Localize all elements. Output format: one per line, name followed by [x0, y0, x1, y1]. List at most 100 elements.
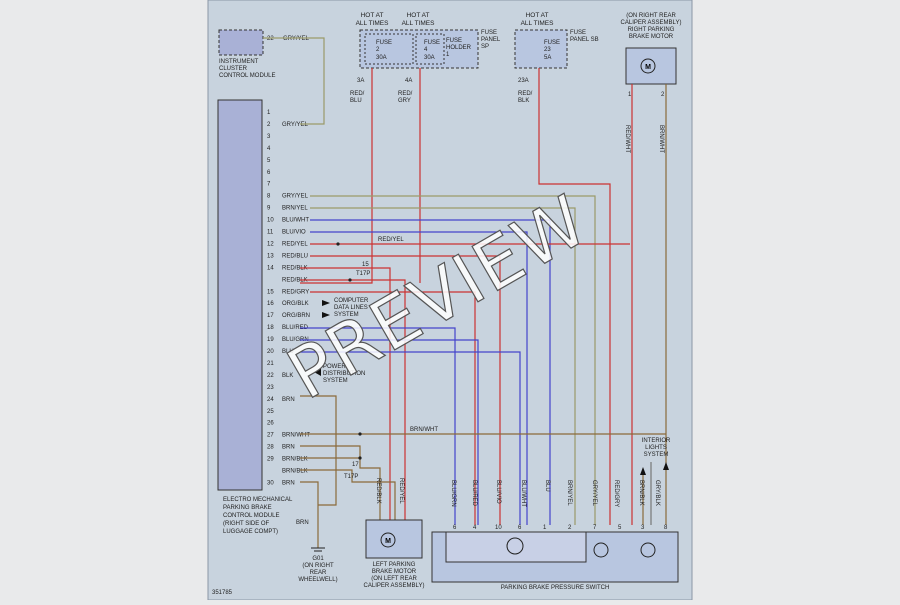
- wire-red-blu-fuse2: [300, 68, 373, 284]
- module-pin-number: 8: [267, 194, 271, 200]
- cluster-name-1: INSTRUMENT: [219, 59, 259, 65]
- fuse4-hot-label: HOT AT: [407, 12, 430, 19]
- module-pin-number: 6: [267, 170, 271, 176]
- module-pin-number: 2: [267, 122, 271, 128]
- ground-wire-label: BRN: [296, 520, 309, 526]
- switch-pin-number: 6: [518, 525, 522, 531]
- computer-data-lines-1: COMPUTER: [334, 298, 369, 304]
- wire-label-642: BRN/BLK: [638, 480, 644, 506]
- fuse4-hot-label-2: ALL TIMES: [402, 20, 436, 27]
- wire-label-475: BLU/RED: [471, 480, 477, 507]
- module-pin-wire-color: RED/BLU: [282, 253, 308, 259]
- module-pin-wire-color: BLU/VIO: [282, 230, 306, 236]
- t17p-b-label: T17P: [344, 474, 358, 480]
- led-icon: [640, 542, 656, 558]
- parking-brake-control-module: [217, 99, 263, 491]
- arrow-up-icon: [663, 462, 669, 470]
- fuse-holder-label-1: FUSE: [446, 38, 462, 44]
- right-motor-icon-letter: M: [645, 64, 651, 71]
- led-icon: [593, 542, 609, 558]
- pressure-switch-inner-box: [445, 531, 587, 563]
- power-dist-1: POWER: [323, 364, 346, 370]
- cluster-pin: 22: [267, 36, 274, 42]
- wire-group: [263, 37, 667, 548]
- wire-pin14-red-blk: [300, 267, 391, 525]
- fuse4-output-label: 4A: [405, 78, 412, 84]
- power-dist-3: SYSTEM: [323, 378, 348, 384]
- module-pin-number: 20: [267, 349, 274, 355]
- module-pin-number: 10: [267, 218, 274, 224]
- wire-label-lm-b: RED/YEL: [398, 478, 404, 504]
- wire-pin19-blu-grn: [300, 339, 479, 525]
- wire-pin15-red-gry: [310, 291, 476, 525]
- fuse-holder-label-2: HOLDER: [446, 45, 472, 51]
- fuse23-name: FUSE: [544, 40, 560, 46]
- switch-pin-number: 3: [641, 525, 645, 531]
- module-pin-number: 1: [267, 110, 271, 116]
- wire-label-450: BLU/GRN: [450, 480, 456, 507]
- module-pin-wire-color: ORG/BRN: [282, 313, 310, 319]
- module-pin-wire-color: BLU/RED: [282, 325, 309, 331]
- module-pin-wire-color: BRN: [282, 480, 295, 486]
- fuse2-name: FUSE: [376, 40, 392, 46]
- splice17-label: 17: [352, 462, 359, 468]
- module-pin-wire-color: BRN/BLK: [282, 469, 308, 475]
- module-pin-wire-color: BLK: [282, 373, 293, 379]
- module-name-3: CONTROL MODULE: [223, 513, 279, 519]
- module-name-2: PARKING BRAKE: [223, 505, 272, 511]
- right-motor-icon: [640, 58, 656, 74]
- module-pin-number: 9: [267, 206, 271, 212]
- module-pin-wire-color: GRY/YEL: [282, 194, 309, 200]
- module-pin-number: 18: [267, 325, 274, 331]
- module-pin-number: 25: [267, 409, 274, 415]
- left-motor-icon-letter: M: [385, 538, 391, 545]
- figure-id: 351785: [212, 590, 233, 596]
- rear-motor-name-1: RIGHT PARKING: [628, 27, 675, 33]
- module-pin-number: 26: [267, 421, 274, 427]
- switch-pin-number: 1: [543, 525, 547, 531]
- wire-pin9-brn-yel: [310, 207, 576, 525]
- cluster-name-2: CLUSTER: [219, 66, 248, 72]
- module-pin-wire-color: RED/GRY: [282, 289, 309, 295]
- wire-red-blk-label-2: BLK: [518, 98, 529, 104]
- rear-motor-wire2: BRN/WHT: [658, 125, 664, 153]
- cluster-wire-color: GRY/YEL: [283, 36, 310, 42]
- module-pin-number: 22: [267, 373, 274, 379]
- module-pin-number: 19: [267, 337, 274, 343]
- module-pin-number: 12: [267, 241, 274, 247]
- wire-pin18-blu-red: [300, 327, 456, 525]
- arrow-right-icon: [322, 312, 330, 318]
- module-pin-number: 28: [267, 445, 274, 451]
- splice-dot: [348, 278, 352, 282]
- left-motor-name-4: CALIPER ASSEMBLY): [364, 583, 425, 589]
- wire-label-500: BLU/VIO: [495, 480, 501, 504]
- fuse2-num: 2: [376, 47, 380, 53]
- module-pin-wire-color: RED/BLK: [282, 265, 308, 271]
- wire-pin13-red-blu: [310, 255, 501, 525]
- switch-pin-number: 6: [453, 525, 457, 531]
- arrow-up-icon: [640, 467, 646, 475]
- wire-label-595: GRY/YEL: [591, 480, 597, 507]
- fuse2-output-label: 3A: [357, 78, 364, 84]
- fuse2-hot-label: HOT AT: [361, 12, 384, 19]
- rear-motor-wire1: RED/WHT: [624, 125, 630, 153]
- fuse4-amp: 30A: [424, 55, 435, 61]
- fuse4-num: 4: [424, 47, 428, 53]
- left-motor-name-1: LEFT PARKING: [373, 562, 416, 568]
- module-pin-number: 21: [267, 361, 274, 367]
- left-motor-name-3: (ON LEFT REAR: [371, 576, 417, 582]
- fuse4-box: [415, 33, 445, 65]
- module-pin-number: 13: [267, 253, 274, 259]
- fuse2-box: [364, 33, 414, 65]
- module-pin-number: 7: [267, 182, 271, 188]
- module-pin-number: 29: [267, 457, 274, 463]
- interior-lights-2: LIGHTS: [645, 445, 667, 451]
- diagram-panel: [207, 0, 693, 601]
- wire-label-525: BLU/WHT: [520, 480, 526, 507]
- wire-label-brn-wht: BRN/WHT: [410, 427, 438, 433]
- module-pin-number: 14: [267, 265, 274, 271]
- interior-lights-1: INTERIOR: [642, 438, 671, 444]
- wire-label-550: BLU: [544, 480, 550, 492]
- module-pin-number: 27: [267, 433, 274, 439]
